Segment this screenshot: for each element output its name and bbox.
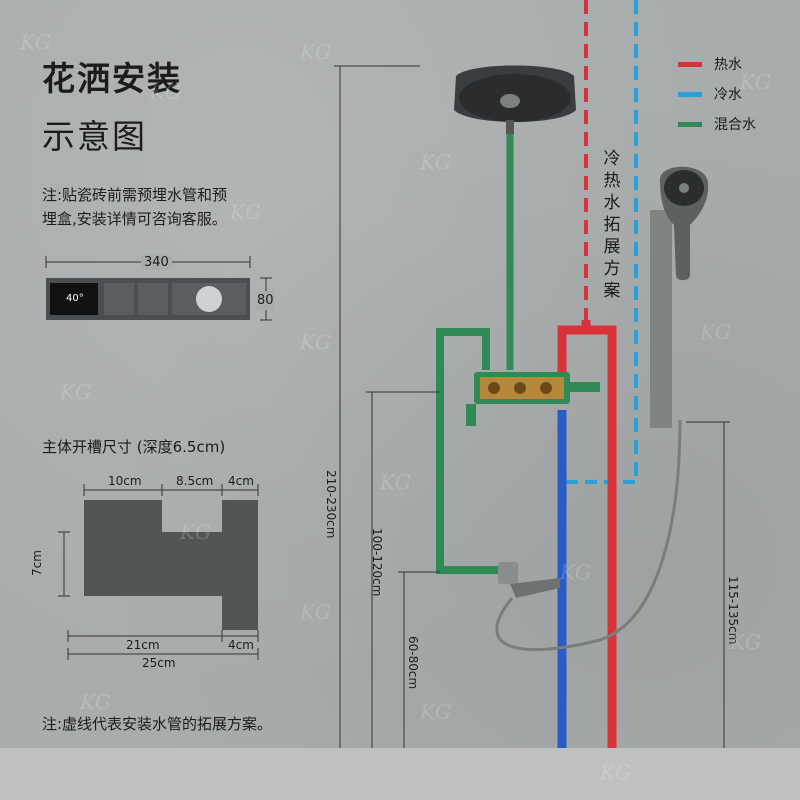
extension-label-char: 拓	[603, 215, 621, 235]
slot-dim-21: 21cm	[126, 638, 160, 652]
note-top-line2: 埋盒,安装详情可咨询客服。	[42, 210, 227, 228]
watermark: KG	[600, 760, 631, 784]
watermark: KG	[420, 700, 451, 724]
panel-knob	[196, 286, 222, 312]
slot-dim-25: 25cm	[142, 656, 176, 670]
slot-dim-7: 7cm	[30, 550, 44, 576]
page-title: 花洒安装	[42, 59, 182, 98]
watermark: KG	[300, 330, 331, 354]
legend-cold-label: 冷水	[714, 87, 742, 103]
floor	[0, 748, 800, 800]
height-total-label: 210-230cm	[324, 470, 338, 539]
watermark: KG	[560, 560, 591, 584]
slide-rail	[650, 210, 672, 428]
watermark: KG	[300, 40, 331, 64]
watermark: KG	[150, 80, 181, 104]
legend-mixed-swatch	[678, 121, 702, 127]
slot-heading: 主体开槽尺寸 (深度6.5cm)	[42, 438, 226, 456]
height-valve-label: 100-120cm	[370, 528, 384, 597]
extension-label-char: 冷	[603, 149, 621, 169]
watermark: KG	[300, 600, 331, 624]
watermark: KG	[20, 30, 51, 54]
panel-display	[50, 283, 98, 315]
note-bottom: 注:虚线代表安装水管的拓展方案。	[42, 715, 273, 733]
panel-temp-display: 40°	[66, 293, 84, 304]
extension-label-char: 展	[603, 237, 621, 257]
panel-height-label: 80	[257, 291, 274, 310]
panel-button-1	[104, 283, 134, 315]
watermark: KG	[420, 150, 451, 174]
watermark: KG	[700, 320, 731, 344]
extension-label-char: 案	[603, 281, 621, 301]
watermark: KG	[60, 380, 91, 404]
hose-bracket	[510, 578, 560, 598]
wall-outlet	[498, 562, 518, 584]
watermark: KG	[230, 200, 261, 224]
slot-dim-10: 10cm	[108, 474, 142, 488]
mixed-pipe	[436, 328, 500, 574]
hot-pipe	[581, 320, 617, 748]
legend-mixed-label: 混合水	[714, 117, 756, 133]
panel-button-2	[138, 283, 168, 315]
watermark: KG	[740, 70, 771, 94]
legend-hot: 热水	[678, 54, 742, 74]
legend-mixed: 混合水	[678, 114, 756, 134]
watermark: KG	[80, 690, 111, 714]
slot-dim-4-bottom: 4cm	[228, 638, 254, 652]
legend-hot-swatch	[678, 61, 702, 67]
note-top-line1: 注:贴瓷砖前需预埋水管和预	[42, 186, 228, 204]
slot-dim-8-5: 8.5cm	[176, 474, 214, 488]
legend-cold: 冷水	[678, 84, 742, 104]
hot-pipe-inlet	[557, 325, 586, 380]
hose	[495, 419, 682, 652]
extension-label-char: 水	[603, 193, 621, 213]
extension-label: 冷热水拓展方案	[602, 148, 622, 302]
legend-hot-label: 热水	[714, 57, 742, 73]
watermark: KG	[380, 470, 411, 494]
extension-label-char: 方	[603, 259, 621, 279]
panel-width-label: 340	[141, 255, 172, 270]
slot-shape	[84, 500, 258, 630]
height-outlet-label: 60-80cm	[406, 636, 420, 690]
legend-cold-swatch	[678, 91, 702, 97]
watermark: KG	[730, 630, 761, 654]
page-subtitle: 示意图	[42, 117, 147, 156]
extension-label-char: 热	[603, 171, 621, 191]
watermark: KG	[180, 520, 211, 544]
slot-dim-4-top: 4cm	[228, 474, 254, 488]
